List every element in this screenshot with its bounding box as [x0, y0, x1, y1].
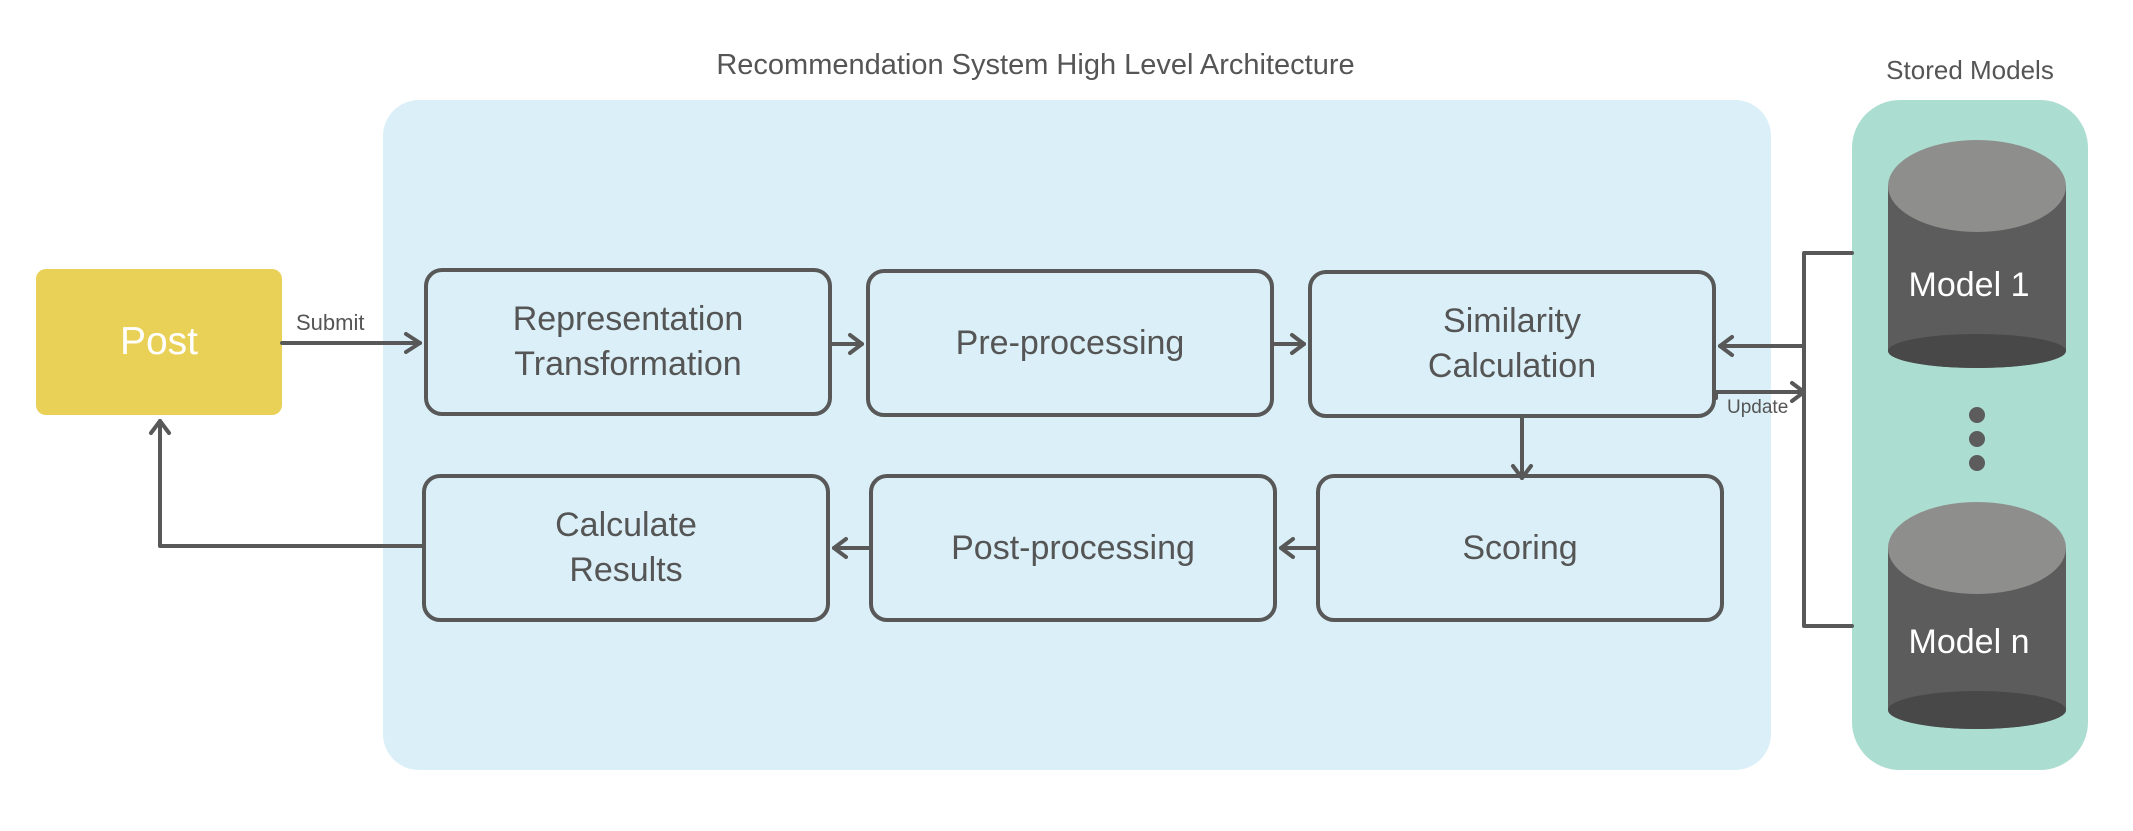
representation-transformation-label: Representation Transformation — [512, 300, 744, 383]
post-processing-label: Post-processing — [951, 528, 1195, 567]
system-panel — [383, 100, 1771, 770]
pre-processing-label: Pre-processing — [955, 323, 1185, 362]
models-bracket — [1802, 251, 1854, 628]
arrow-representation-to-preprocessing — [830, 333, 864, 355]
model-n-label: Model n — [1908, 623, 2030, 661]
diagram-title: Recommendation System High Level Archite… — [716, 49, 1355, 81]
scoring-label: Scoring — [1462, 528, 1578, 567]
arrow-results-to-post — [149, 419, 424, 548]
submit-arrow — [280, 332, 422, 354]
more-models-dots — [1969, 407, 1985, 471]
arrow-similarity-to-scoring — [1511, 416, 1533, 480]
arrow-scoring-to-postprocessing — [1279, 537, 1318, 559]
pre-processing-node[interactable]: Pre-processing — [866, 269, 1274, 417]
model-1-cylinder[interactable] — [1888, 140, 2066, 368]
arrow-models-to-similarity — [1718, 335, 1806, 357]
arrow-update-to-models — [1714, 381, 1806, 403]
submit-edge-label: Submit — [296, 310, 365, 335]
post-label: Post — [119, 320, 199, 363]
model-n-cylinder[interactable] — [1888, 502, 2066, 729]
calculate-results-label: Calculate Results — [555, 506, 697, 589]
similarity-calculation-node[interactable]: Similarity Calculation — [1308, 270, 1716, 418]
representation-transformation-node[interactable]: Representation Transformation — [424, 268, 832, 416]
similarity-calculation-label: Similarity Calculation — [1427, 302, 1597, 385]
calculate-results-node[interactable]: Calculate Results — [422, 474, 830, 622]
model-1-label: Model 1 — [1908, 266, 2030, 304]
arrow-preprocessing-to-similarity — [1272, 333, 1306, 355]
post-node[interactable]: Post — [36, 269, 282, 415]
update-edge-label: Update — [1727, 397, 1789, 418]
arrow-postprocessing-to-calculate — [832, 537, 871, 559]
post-processing-node[interactable]: Post-processing — [869, 474, 1277, 622]
stored-models-title: Stored Models — [1886, 55, 2054, 85]
